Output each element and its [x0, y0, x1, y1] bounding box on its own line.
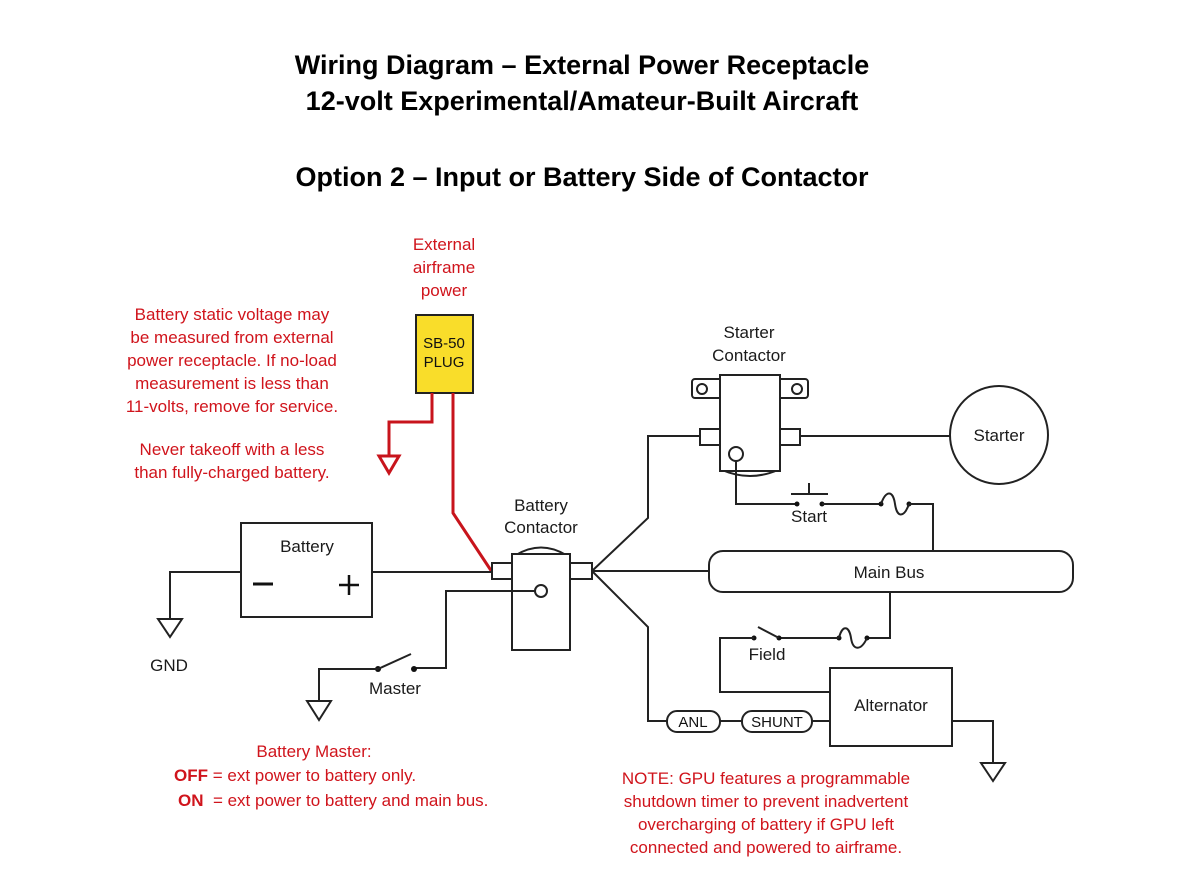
start-switch[interactable]	[791, 483, 828, 507]
svg-text:Battery: Battery	[514, 496, 568, 515]
svg-text:power receptacle. If no-load: power receptacle. If no-load	[127, 351, 337, 370]
svg-text:SHUNT: SHUNT	[751, 714, 803, 731]
svg-text:than fully-charged battery.: than fully-charged battery.	[134, 463, 329, 482]
sb50-plug: SB-50 PLUG	[415, 314, 474, 394]
svg-text:Contactor: Contactor	[504, 518, 578, 537]
svg-text:overcharging of battery if GPU: overcharging of battery if GPU left	[638, 815, 894, 834]
field-to-alternator-wire	[719, 637, 830, 693]
svg-text:Alternator: Alternator	[854, 696, 928, 715]
title-line-1: Wiring Diagram – External Power Receptac…	[295, 50, 869, 80]
battery-contactor: Battery Contactor	[491, 496, 593, 651]
battery-master-note: Battery Master: OFF = ext power to batte…	[174, 742, 488, 810]
svg-text:measurement is less than: measurement is less than	[135, 374, 329, 393]
master-ground-icon	[305, 700, 333, 722]
starter-contactor: Starter Contactor	[691, 323, 809, 477]
anl-fuse: ANL	[666, 710, 721, 733]
main-bus: Main Bus	[708, 550, 1074, 593]
svg-text:be measured from external: be measured from external	[130, 328, 333, 347]
gpu-note: NOTE: GPU features a programmable shutdo…	[622, 769, 910, 857]
off-key: OFF	[174, 766, 208, 785]
battery-voltage-note: Battery static voltage may be measured f…	[126, 305, 338, 482]
start-to-bus-wire	[909, 503, 934, 551]
title-option: Option 2 – Input or Battery Side of Cont…	[295, 162, 869, 192]
start-circuit-wire	[735, 461, 796, 505]
svg-text:Main Bus: Main Bus	[854, 563, 925, 582]
external-ground-icon	[376, 454, 402, 476]
field-bus-wire	[867, 592, 891, 639]
svg-text:Starter: Starter	[973, 426, 1024, 445]
alternator-ground-wire	[952, 720, 994, 762]
external-power-label: External airframe power	[413, 235, 475, 300]
svg-text:ANL: ANL	[678, 714, 707, 731]
field-label: Field	[749, 645, 786, 664]
svg-text:11-volts, remove for service.: 11-volts, remove for service.	[126, 397, 338, 416]
svg-text:connected and powered to airfr: connected and powered to airframe.	[630, 838, 902, 857]
svg-text:Starter: Starter	[723, 323, 774, 342]
battery: Battery	[240, 522, 373, 618]
gnd-label: GND	[150, 656, 188, 675]
svg-text:Battery Master:: Battery Master:	[256, 742, 371, 761]
to-starter-contactor-wire	[591, 435, 700, 572]
start-label: Start	[791, 507, 827, 526]
svg-text:Battery static voltage may: Battery static voltage may	[135, 305, 330, 324]
field-switch[interactable]	[751, 626, 782, 641]
on-key: ON	[178, 791, 204, 810]
svg-text:NOTE: GPU features a programma: NOTE: GPU features a programmable	[622, 769, 910, 788]
svg-text:Contactor: Contactor	[712, 346, 786, 365]
start-fuse-icon	[878, 492, 912, 516]
off-text: = ext power to battery only.	[208, 766, 416, 785]
alternator: Alternator	[829, 667, 953, 747]
alternator-ground-icon	[979, 762, 1007, 783]
svg-text:External: External	[413, 235, 475, 254]
to-anl-wire	[591, 570, 667, 722]
master-label: Master	[369, 679, 421, 698]
battery-ground-wire	[169, 571, 241, 618]
shunt: SHUNT	[741, 710, 813, 733]
master-ground-wire	[318, 668, 378, 700]
field-fuse-icon	[836, 627, 870, 649]
external-ground-wire	[387, 393, 434, 455]
master-switch[interactable]	[375, 653, 417, 672]
ground-icon	[156, 618, 184, 639]
svg-text:PLUG: PLUG	[424, 354, 465, 371]
svg-text:shutdown timer to prevent inad: shutdown timer to prevent inadvertent	[624, 792, 909, 811]
on-text: = ext power to battery and main bus.	[204, 791, 489, 810]
starter-motor: Starter	[949, 385, 1049, 485]
external-positive-wire	[451, 393, 494, 573]
svg-text:ON = ext power to battery and: ON = ext power to battery and main bus.	[178, 791, 488, 810]
svg-text:SB-50: SB-50	[423, 335, 465, 352]
svg-text:power: power	[421, 281, 468, 300]
svg-text:Never takeoff with a less: Never takeoff with a less	[140, 440, 325, 459]
battery-label: Battery	[280, 537, 334, 556]
master-switch-wire	[414, 590, 535, 669]
svg-text:OFF = ext power to battery onl: OFF = ext power to battery only.	[174, 766, 416, 785]
title-line-2: 12-volt Experimental/Amateur-Built Aircr…	[306, 86, 859, 116]
svg-text:airframe: airframe	[413, 258, 475, 277]
